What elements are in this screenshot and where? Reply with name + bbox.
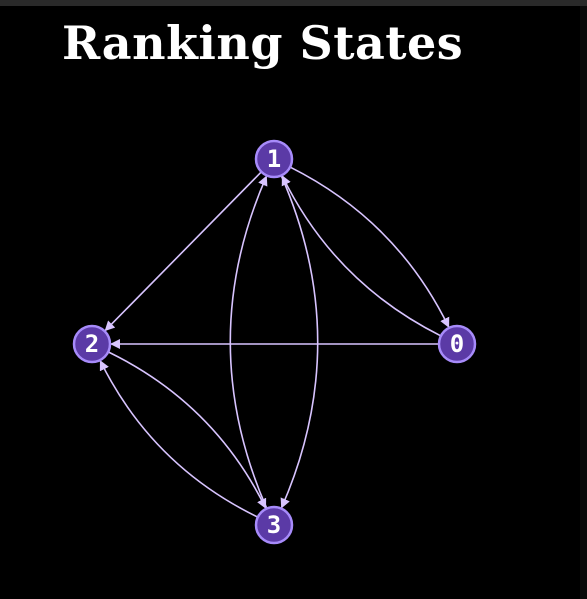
node-2-circle bbox=[72, 324, 112, 364]
node-3: 3 bbox=[254, 505, 294, 545]
node-2: 2 bbox=[72, 324, 112, 364]
edge-1-to-2 bbox=[104, 171, 262, 332]
edge-2-to-3 bbox=[107, 351, 267, 509]
nodes-layer: 1 2 0 3 bbox=[72, 139, 477, 545]
node-3-circle bbox=[254, 505, 294, 545]
node-1: 1 bbox=[254, 139, 294, 179]
diagram-title: Ranking States bbox=[62, 16, 464, 70]
node-2-label: 2 bbox=[85, 330, 99, 358]
node-0: 0 bbox=[437, 324, 477, 364]
node-0-label: 0 bbox=[450, 330, 464, 358]
edge-1-to-0 bbox=[289, 166, 450, 328]
node-3-label: 3 bbox=[267, 511, 281, 539]
node-1-circle bbox=[254, 139, 294, 179]
edge-3-to-2 bbox=[99, 360, 259, 518]
edge-1-to-3 bbox=[280, 175, 319, 509]
edge-0-to-1 bbox=[281, 175, 442, 337]
window-top-bar bbox=[0, 0, 587, 6]
window-edge bbox=[580, 6, 587, 599]
edges-layer bbox=[99, 166, 450, 518]
node-1-label: 1 bbox=[267, 145, 281, 173]
edge-3-to-1 bbox=[229, 175, 268, 509]
node-0-circle bbox=[437, 324, 477, 364]
